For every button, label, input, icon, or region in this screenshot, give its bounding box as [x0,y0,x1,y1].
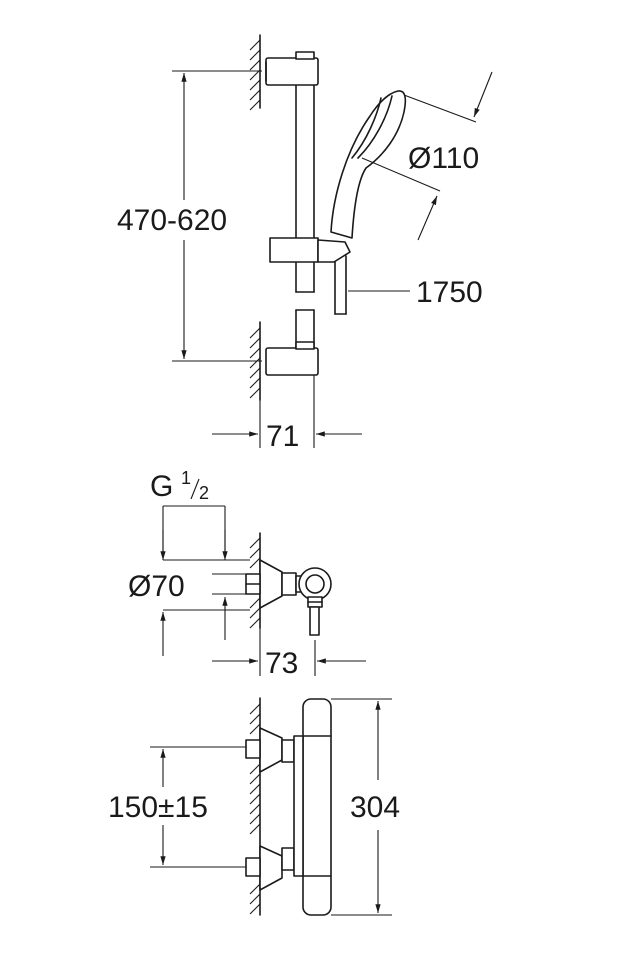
upper-bracket [265,51,319,86]
mixer-wall-offset-dimension: 73 [212,628,366,680]
connection-spacing-label: 150±15 [108,791,208,824]
lower-connection [245,845,295,891]
thread-numerator-label: 1 [181,468,191,488]
rail-wall-offset-dimension: 71 [212,375,362,453]
hand-shower [330,90,407,239]
mixer-side-view: G 1 2 Ø70 73 [128,468,366,680]
rail-wall-offset-label: 71 [266,420,299,453]
height-range-dimension: 470-620 [117,70,262,362]
thread-dimension: G 1 2 [150,468,250,561]
body-length-label: 304 [350,791,400,824]
body-length-dimension: 304 [331,698,400,916]
head-diameter-dimension: Ø110 [361,71,493,241]
side-outlet [307,596,323,636]
front-mixer-body [293,698,332,916]
rosette-diameter-dimension: Ø70 [128,570,250,656]
height-range-label: 470-620 [117,204,227,237]
slider-holder [269,237,351,263]
thread-main-label: G [150,470,173,503]
side-rosette [245,559,283,609]
hose-length-dimension: 1750 [348,276,483,309]
rosette-diameter-label: Ø70 [128,570,185,603]
lower-bracket [265,341,319,376]
shower-hose [334,255,347,315]
side-mixer-body [298,567,332,601]
upper-connection [245,727,295,773]
wall-upper [249,34,261,111]
mixer-wall-offset-label: 73 [265,647,298,680]
connection-spacing-dimension: 150±15 [108,746,246,868]
hose-length-label: 1750 [416,276,483,309]
mixer-front-view: 150±15 304 [108,697,400,916]
wall-front [249,697,261,916]
shower-rail-view: 470-620 Ø110 1750 71 [117,34,493,453]
rail-bar [295,84,315,351]
head-diameter-label: Ø110 [408,142,479,175]
thread-denominator-label: 2 [199,483,209,503]
